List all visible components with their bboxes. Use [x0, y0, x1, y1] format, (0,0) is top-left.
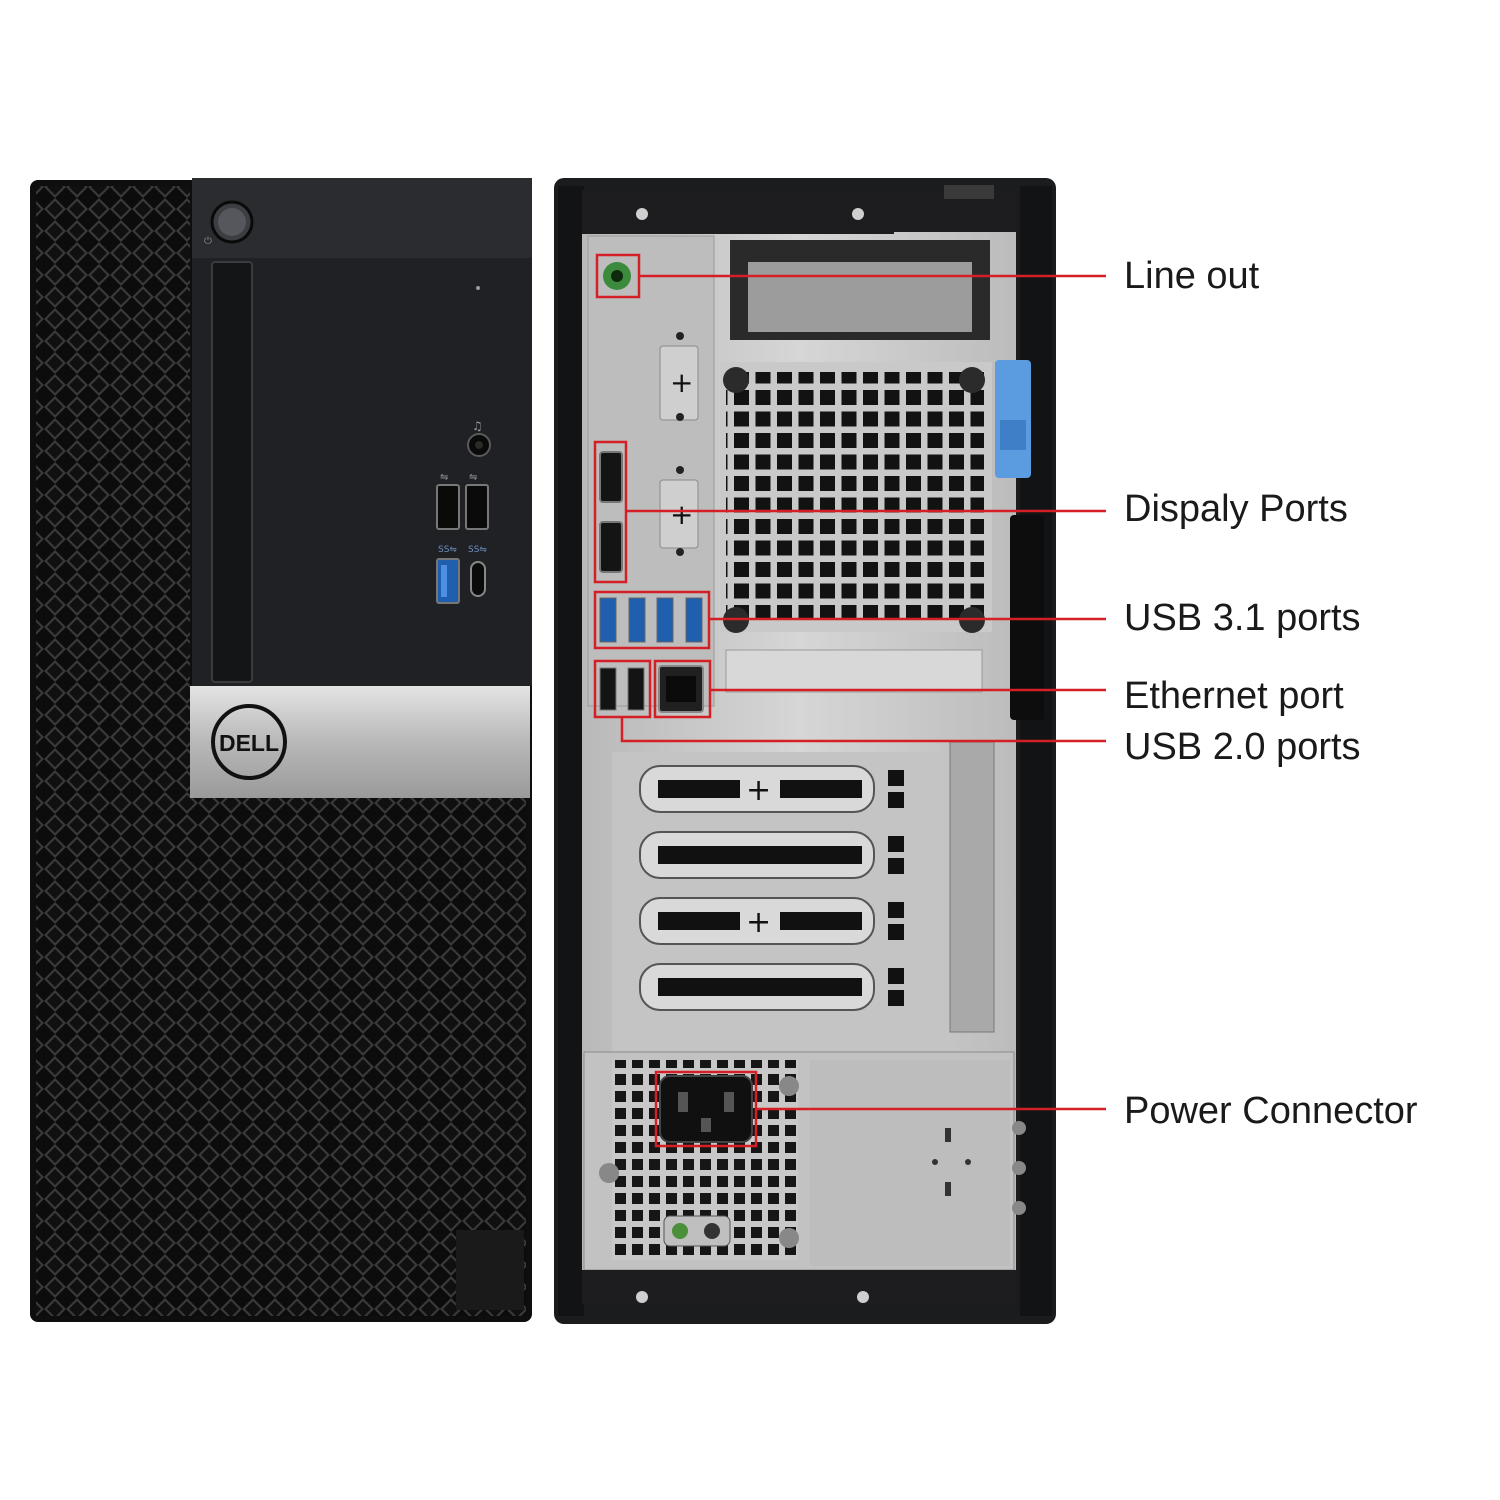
label-line-out: Line out: [1124, 255, 1260, 297]
power-supply: [583, 1051, 1026, 1271]
svg-text:DELL: DELL: [219, 730, 279, 756]
fan-grill-holes: [726, 372, 984, 622]
front-view: ⏻ ♫ ⇋ ⇋ SS⇋ SS⇋ DELL: [30, 178, 532, 1322]
svg-text:+: +: [670, 498, 693, 531]
rear-right-rail: [1020, 186, 1052, 1316]
display-port-connectors[interactable]: [599, 451, 623, 573]
label-power-connector: Power Connector: [1124, 1090, 1418, 1132]
ss-usb-icon: SS⇋ SS⇋: [438, 545, 487, 555]
drive-activity-led: [476, 286, 480, 290]
screw: [636, 208, 648, 220]
ethernet-jack[interactable]: [658, 665, 704, 713]
usb-icon: ⇋ ⇋: [440, 472, 477, 483]
cover-release-latch[interactable]: [995, 360, 1031, 478]
dell-logo: DELL: [211, 704, 287, 780]
svg-text:+: +: [746, 773, 771, 808]
screw: [852, 208, 864, 220]
svg-text:+: +: [670, 366, 693, 399]
label-ethernet-port: Ethernet port: [1124, 675, 1344, 717]
label-usb20-ports: USB 2.0 ports: [1124, 726, 1361, 768]
power-button-icon[interactable]: [210, 200, 254, 244]
usb20-port-group[interactable]: [599, 667, 645, 711]
svg-text:+: +: [746, 905, 771, 940]
usb20-leader: [620, 717, 1106, 743]
svg-text:⇋: ⇋: [440, 472, 448, 483]
front-foot-pad: [456, 1230, 524, 1310]
optical-drive-slot: [211, 261, 253, 683]
rear-top-bar: [582, 190, 894, 234]
svg-text:⏻: ⏻: [204, 236, 212, 247]
headset-icon[interactable]: [467, 433, 491, 457]
rear-left-rail: [558, 186, 584, 1316]
front-mesh-bottom: [190, 798, 526, 1316]
ac-inlet[interactable]: [659, 1075, 753, 1143]
label-display-ports: Dispaly Ports: [1124, 488, 1348, 530]
usb31-port-group[interactable]: [599, 597, 703, 643]
rear-view: + +: [554, 178, 1056, 1324]
svg-text:SS⇋: SS⇋: [438, 545, 457, 555]
front-mesh-left: [36, 186, 190, 1316]
svg-text:⇋: ⇋: [469, 472, 477, 483]
svg-text:SS⇋: SS⇋: [468, 545, 487, 555]
callout-annotations: [593, 253, 1106, 1148]
expansion-slots: + +: [612, 741, 995, 1052]
front-usb-ports[interactable]: [436, 484, 489, 604]
line-out-jack[interactable]: [603, 262, 631, 290]
label-usb31-ports: USB 3.1 ports: [1124, 597, 1361, 639]
svg-text:♫: ♫: [472, 419, 483, 433]
